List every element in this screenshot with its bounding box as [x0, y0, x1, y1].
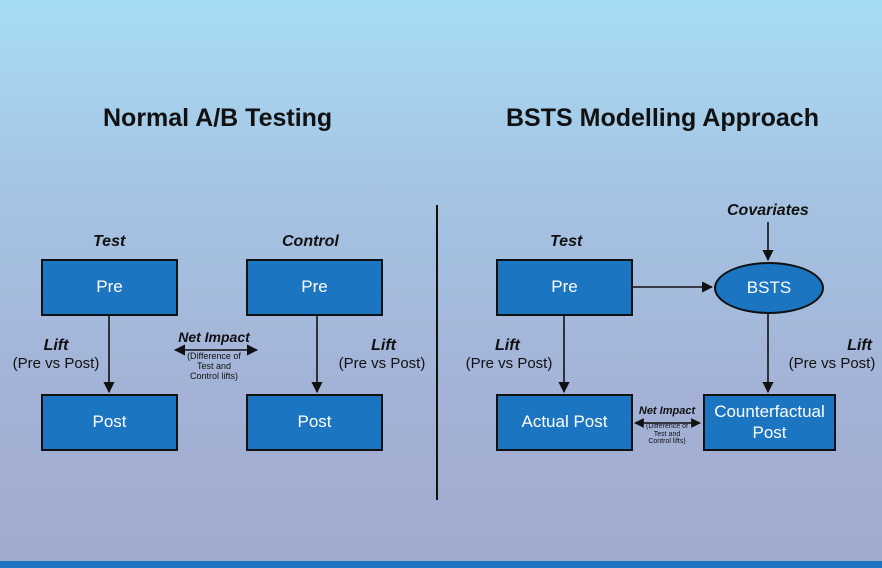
lift-test-subtitle: (Pre vs Post): [12, 355, 100, 373]
lift-test-label: Lift (Pre vs Post): [10, 337, 102, 373]
net-impact-right-line2: Test and: [653, 430, 681, 438]
net-impact-left: Net Impact (Difference of Test and Contr…: [171, 329, 257, 382]
right-pre-label: Pre: [551, 277, 578, 297]
covariates-label: Covariates: [727, 202, 809, 219]
test-label: Test: [93, 233, 126, 250]
lift-control-title: Lift: [371, 337, 396, 354]
title-ab-testing: Normal A/B Testing: [103, 104, 333, 132]
title-bsts-approach: BSTS Modelling Approach: [506, 104, 819, 132]
counterfactual-post-box: Counterfactual Post: [703, 394, 836, 451]
right-test-label: Test: [550, 233, 583, 250]
right-lift-test-label: Lift (Pre vs Post): [463, 337, 555, 373]
counterfactual-line2: Post: [752, 422, 787, 442]
right-lift-test-subtitle: (Pre vs Post): [465, 355, 553, 373]
actual-post-label: Actual Post: [521, 412, 608, 432]
control-label: Control: [282, 233, 339, 250]
net-impact-right-line3: Control lifts): [648, 438, 686, 446]
test-post-box: Post: [41, 394, 178, 451]
net-impact-left-line2: Test and: [196, 361, 232, 372]
net-impact-left-title: Net Impact: [178, 329, 250, 345]
bsts-ellipse: BSTS: [714, 262, 824, 314]
lift-test-title: Lift: [43, 337, 69, 354]
net-impact-left-line1: (Difference of: [187, 351, 241, 362]
bsts-label: BSTS: [746, 278, 792, 297]
control-pre-box: Pre: [246, 259, 383, 316]
test-post-label: Post: [92, 412, 127, 432]
right-lift-test-title: Lift: [495, 337, 520, 354]
net-impact-left-line3: Control lifts): [189, 371, 238, 382]
right-lift-bsts-subtitle: (Pre vs Post): [788, 355, 876, 373]
actual-post-box: Actual Post: [496, 394, 633, 451]
right-pre-box: Pre: [496, 259, 633, 316]
control-post-box: Post: [246, 394, 383, 451]
right-lift-bsts-label: Lift (Pre vs Post): [786, 337, 878, 373]
test-pre-label: Pre: [96, 277, 123, 297]
counterfactual-line1: Counterfactual: [714, 402, 825, 422]
lift-control-label: Lift (Pre vs Post): [336, 337, 428, 373]
control-pre-label: Pre: [301, 277, 328, 297]
right-lift-bsts-title: Lift: [847, 337, 872, 354]
lift-control-subtitle: (Pre vs Post): [338, 355, 426, 373]
control-post-label: Post: [297, 412, 332, 432]
test-pre-box: Pre: [41, 259, 178, 316]
bottom-accent-bar: [0, 561, 882, 568]
net-impact-right-title: Net Impact: [638, 405, 696, 417]
